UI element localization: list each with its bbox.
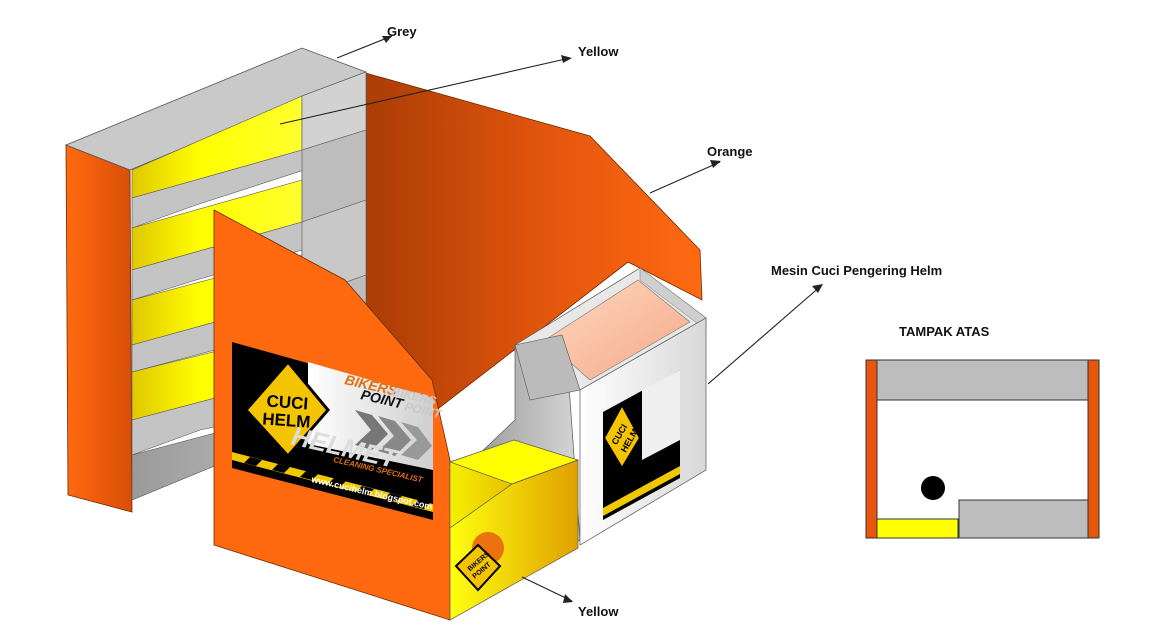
banner: CUCI HELM BIKERS BIKERS POINT POINT HELM… [232, 342, 444, 520]
shelf-side-panel-orange [65, 144, 133, 513]
top-view: TAMPAK ATAS [865, 324, 1100, 539]
callouts: Grey Yellow Orange Mesin Cuci Pengering … [279, 24, 942, 619]
logo-line2: HELM [262, 409, 311, 431]
top-view-title: TAMPAK ATAS [899, 324, 990, 339]
top-view-orange-left [865, 359, 878, 539]
logo-line1: CUCI [266, 392, 309, 414]
top-view-dot [921, 476, 945, 500]
washing-machine: CUCI HELM [474, 267, 707, 546]
label-orange: Orange [707, 144, 753, 159]
top-view-orange-right [1087, 359, 1100, 539]
hazard-stripes [232, 452, 433, 512]
top-view-grey-machine [958, 499, 1089, 539]
top-view-yellow-counter [876, 518, 959, 539]
label-yellow-top: Yellow [578, 44, 619, 59]
cuci-helm-diamond [243, 359, 330, 459]
label-grey: Grey [387, 24, 417, 39]
top-view-grey-shelf [876, 359, 1089, 401]
label-yellow-bottom: Yellow [578, 604, 619, 619]
yellow-counter: BIKERS POINT [448, 439, 580, 621]
label-machine: Mesin Cuci Pengering Helm [771, 263, 942, 278]
